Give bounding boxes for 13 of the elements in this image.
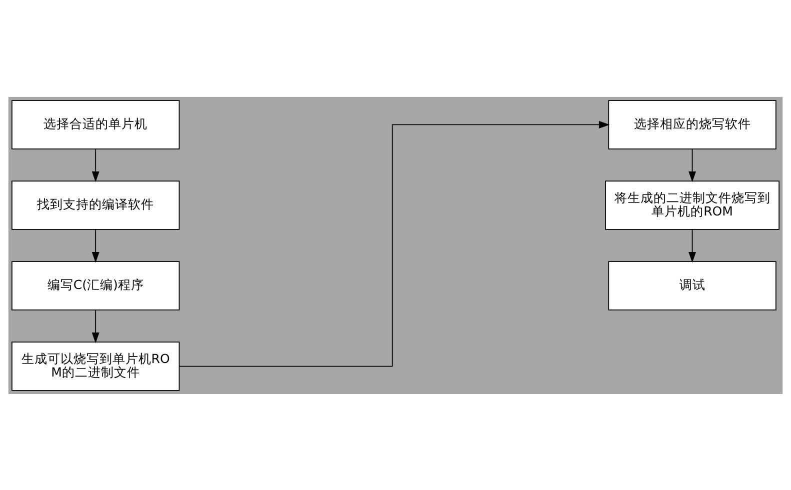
arrow xyxy=(92,148,100,182)
arrow xyxy=(92,308,100,343)
node-box: 调试 xyxy=(608,260,776,310)
node-box: 找到支持的编译软件 xyxy=(12,180,180,230)
node-box: 编写C(汇编)程序 xyxy=(12,260,180,310)
node-box: 选择合适的单片机 xyxy=(12,100,180,149)
arrow xyxy=(179,120,610,366)
arrow xyxy=(688,148,696,182)
node-box: 将生成的二进制文件烧写到单片机的ROM xyxy=(605,180,780,230)
arrow xyxy=(688,228,696,262)
node-box: 选择相应的烧写软件 xyxy=(608,100,776,149)
node-box: 生成可以烧写到单片机ROM的二进制文件 xyxy=(12,341,180,390)
arrow xyxy=(92,228,100,262)
